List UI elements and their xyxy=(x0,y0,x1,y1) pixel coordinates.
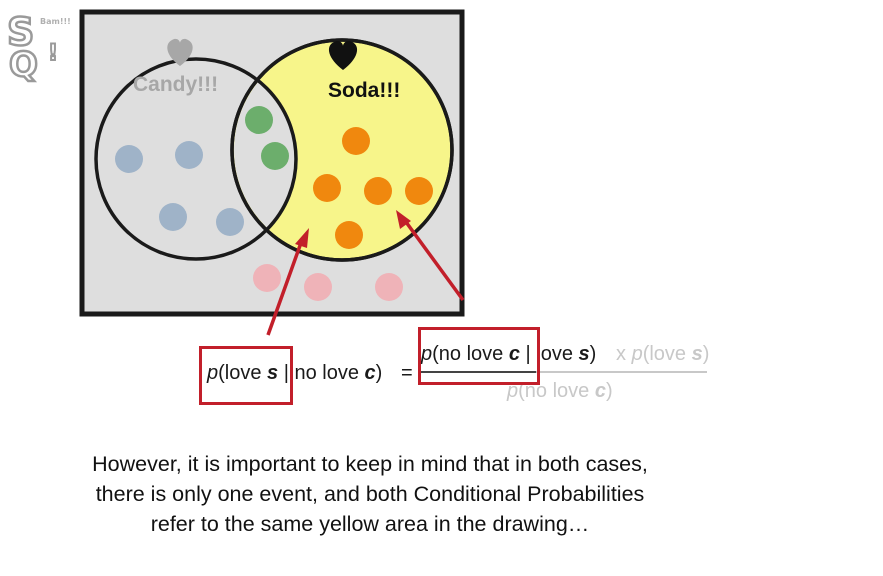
eq-symbol-p: p xyxy=(631,343,643,365)
point-green xyxy=(245,106,273,134)
highlight-box-right xyxy=(418,327,540,385)
arrow-left xyxy=(266,239,304,336)
eq-text: ) xyxy=(605,380,613,402)
point-orange xyxy=(364,177,392,205)
eq-times: x xyxy=(616,343,632,365)
logo-letter-s: S xyxy=(7,10,34,54)
point-orange xyxy=(405,177,433,205)
point-pink xyxy=(304,273,332,301)
eq-text: ) xyxy=(589,343,597,365)
logo-bang-icon: ! xyxy=(48,41,58,66)
arrows xyxy=(266,210,465,336)
eq-symbol-p: p xyxy=(421,343,433,365)
eq-text: (no love xyxy=(432,343,509,365)
eq-symbol-p: p xyxy=(207,362,219,384)
outside-points xyxy=(253,264,403,301)
caption: However, it is important to keep in mind… xyxy=(60,449,680,539)
point-orange xyxy=(335,221,363,249)
statquest-logo: S Q Bam!!! ! xyxy=(2,4,71,86)
point-blue xyxy=(175,141,203,169)
eq-symbol-s: s xyxy=(691,343,703,365)
point-green xyxy=(261,142,289,170)
fraction-bar xyxy=(421,371,707,373)
equation-left-side: p(love s | no love c) xyxy=(207,362,382,385)
point-blue xyxy=(115,145,143,173)
equation-numerator-prior: x p(love s) xyxy=(616,343,709,366)
fraction-bar-highlight xyxy=(421,371,536,373)
logo-small-text: Bam!!! xyxy=(40,17,71,26)
soda-set-label: Soda!!! xyxy=(328,79,401,102)
heart-icon-gray xyxy=(167,38,193,66)
candy-set-circle xyxy=(94,57,298,261)
intersection-points xyxy=(245,106,289,170)
candy-only-points xyxy=(115,141,244,236)
eq-symbol-c: c xyxy=(364,362,376,384)
point-blue xyxy=(216,208,244,236)
arrow-right-head xyxy=(396,210,411,229)
eq-text: ) xyxy=(702,343,710,365)
heart-icon-black xyxy=(328,40,358,70)
equals-sign: = xyxy=(401,362,413,384)
point-orange xyxy=(313,174,341,202)
eq-text: (love xyxy=(218,362,268,384)
equation-denominator: p(no love c) xyxy=(507,380,613,403)
point-blue xyxy=(159,203,187,231)
soda-only-points xyxy=(313,127,433,249)
highlight-box-left xyxy=(199,346,293,405)
arrow-left-head xyxy=(295,228,309,248)
eq-text: (no love xyxy=(518,380,595,402)
soda-set-outline xyxy=(230,38,454,262)
arrow-right xyxy=(404,220,465,302)
candy-set-label: Candy!!! xyxy=(133,73,219,96)
eq-symbol-c: c xyxy=(594,380,606,402)
eq-symbol-p: p xyxy=(507,380,519,402)
eq-text: ) xyxy=(375,362,383,384)
logo-letter-q: Q xyxy=(9,45,38,85)
point-pink xyxy=(375,273,403,301)
eq-symbol-s: s xyxy=(267,362,279,384)
eq-symbol-c: c xyxy=(508,343,520,365)
eq-text: | no love xyxy=(278,362,365,384)
caption-line: there is only one event, and both Condit… xyxy=(95,482,645,506)
eq-symbol-s: s xyxy=(578,343,590,365)
point-orange xyxy=(342,127,370,155)
point-pink xyxy=(253,264,281,292)
equation-numerator: p(no love c | love s) xyxy=(421,343,596,366)
caption-line: However, it is important to keep in mind… xyxy=(92,452,648,476)
caption-line: refer to the same yellow area in the dra… xyxy=(150,512,590,536)
eq-text: (love xyxy=(642,343,692,365)
